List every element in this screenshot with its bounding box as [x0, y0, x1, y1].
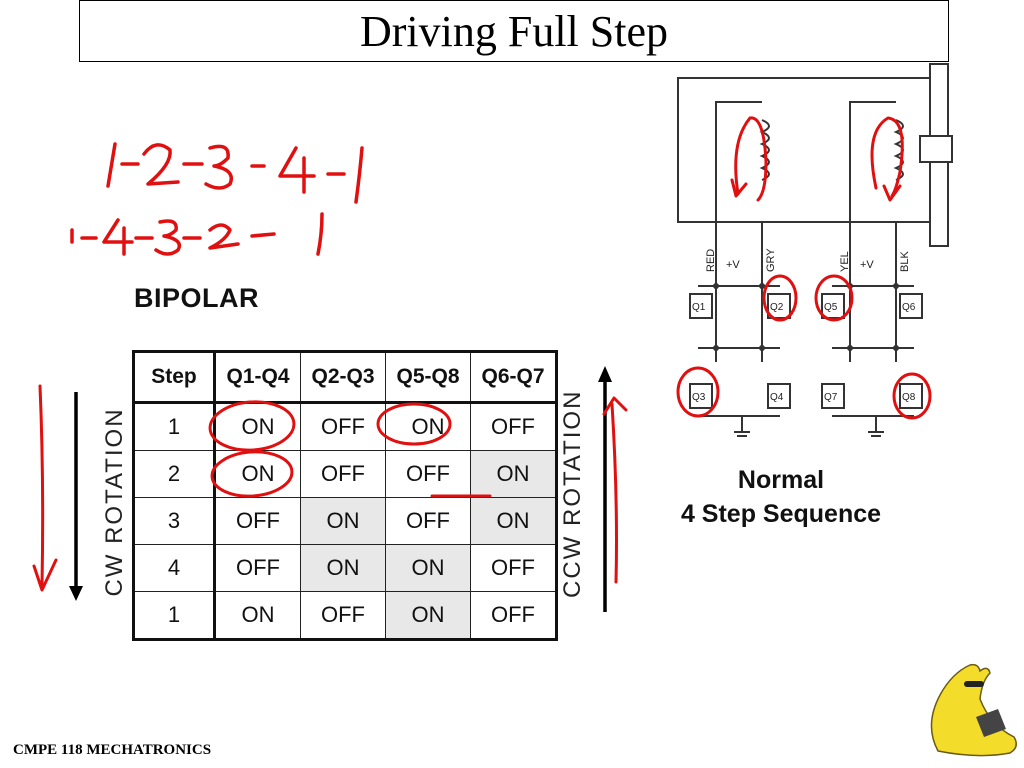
- bipolar-driver-circuit: RED +V GRY YEL +V BLK Q1 Q2 Q5 Q6 Q3 Q4 …: [676, 63, 953, 437]
- cell-q5-q8: ON: [385, 591, 471, 640]
- transistor-q2: Q2: [770, 302, 784, 313]
- table-row: 2 ON OFF OFF ON: [133, 450, 557, 498]
- header-q6-q7: Q6-Q7: [470, 351, 557, 404]
- cell-q6-q7: OFF: [470, 591, 557, 640]
- wire-label-red: RED: [705, 249, 717, 272]
- ink-ccw-1b: [316, 212, 324, 256]
- motor-shaft: [919, 135, 953, 163]
- ink-current-arrow-coil-a: [734, 116, 768, 202]
- cell-q1-q4: ON: [214, 591, 301, 640]
- ink-circle-q8: [892, 372, 932, 420]
- step-sequence-table: Step Q1-Q4 Q2-Q3 Q5-Q8 Q6-Q7 1 ON OFF ON…: [132, 350, 558, 641]
- ink-ccw-arrow: [610, 402, 618, 584]
- cell-q2-q3: OFF: [300, 591, 386, 640]
- transistor-q8: Q8: [902, 392, 916, 403]
- transistor-q6: Q6: [902, 302, 916, 313]
- cell-q2-q3: OFF: [300, 450, 386, 498]
- cell-step: 1: [133, 591, 216, 640]
- ink-circle-q2: [762, 274, 798, 322]
- cell-q2-q3: ON: [300, 497, 386, 545]
- cell-step: 2: [133, 450, 216, 498]
- cell-q1-q4: OFF: [214, 544, 301, 592]
- ccw-arrow-icon: [598, 366, 612, 612]
- table-row: 1 ON OFF ON OFF: [133, 591, 557, 640]
- cw-rotation-label: CW ROTATION: [101, 407, 128, 597]
- ink-cw-3: [204, 144, 233, 190]
- header-q2-q3: Q2-Q3: [300, 351, 386, 404]
- caption-line-2: 4 Step Sequence: [680, 500, 882, 528]
- ink-ccw-3: [154, 219, 182, 256]
- cell-q5-q8: ON: [385, 544, 471, 592]
- ink-circle-q5: [814, 274, 854, 322]
- caption-line-1: Normal: [737, 466, 825, 494]
- wire-label-vplus-left: +V: [726, 259, 740, 271]
- cell-step: 1: [133, 402, 216, 451]
- ink-cw-1b: [354, 146, 364, 204]
- ink-cw-1: [106, 142, 117, 188]
- cell-q6-q7: OFF: [470, 402, 557, 451]
- cell-q6-q7: OFF: [470, 544, 557, 592]
- ink-cw-2: [142, 143, 180, 186]
- ink-cw-4: [278, 146, 316, 194]
- ink-circle-q3: [676, 366, 720, 418]
- ccw-rotation-label: CCW ROTATION: [559, 389, 586, 598]
- slide-title-box: Driving Full Step: [79, 0, 949, 62]
- bipolar-heading: BIPOLAR: [134, 283, 259, 313]
- header-q5-q8: Q5-Q8: [385, 351, 471, 404]
- cell-q1-q4: ON: [214, 450, 301, 498]
- cell-q5-q8: OFF: [385, 450, 471, 498]
- sequence-caption: Normal 4 Step Sequence: [650, 463, 912, 531]
- handwritten-sequences: [70, 142, 364, 256]
- transistor-q4: Q4: [770, 392, 784, 403]
- coil-a-lead: [715, 101, 762, 248]
- cell-step: 4: [133, 544, 216, 592]
- ink-ccw-4: [102, 218, 134, 256]
- cell-q2-q3: ON: [300, 544, 386, 592]
- cell-q1-q4: OFF: [214, 497, 301, 545]
- table-header-row: Step Q1-Q4 Q2-Q3 Q5-Q8 Q6-Q7: [133, 351, 557, 404]
- wire-label-gry: GRY: [765, 248, 777, 272]
- cw-arrow-icon: [69, 392, 83, 601]
- transistor-q3: Q3: [692, 392, 706, 403]
- wire-label-vplus-right: +V: [860, 259, 874, 271]
- ink-ccw-2: [208, 223, 240, 250]
- transistor-q5: Q5: [824, 302, 838, 313]
- slide-title: Driving Full Step: [359, 6, 669, 56]
- cell-q5-q8: ON: [385, 402, 471, 451]
- slug-mascot-icon: [930, 663, 1017, 757]
- ink-cw-arrow: [38, 384, 45, 588]
- transistor-q1: Q1: [692, 302, 706, 313]
- header-q1-q4: Q1-Q4: [214, 351, 301, 404]
- header-step: Step: [133, 351, 216, 404]
- wire-label-blk: BLK: [899, 251, 911, 272]
- cell-step: 3: [133, 497, 216, 545]
- table-row: 3 OFF ON OFF ON: [133, 497, 557, 545]
- cell-q2-q3: OFF: [300, 402, 386, 451]
- junction-dots: [713, 283, 899, 351]
- cell-q6-q7: ON: [470, 450, 557, 498]
- cell-q5-q8: OFF: [385, 497, 471, 545]
- table-row: 1 ON OFF ON OFF: [133, 402, 557, 451]
- transistor-q7: Q7: [824, 392, 838, 403]
- cell-q1-q4: ON: [214, 402, 301, 451]
- ink-current-arrow-coil-b: [870, 116, 904, 198]
- table-row: 4 OFF ON ON OFF: [133, 544, 557, 592]
- course-footer: CMPE 118 MECHATRONICS: [13, 742, 212, 758]
- cell-q6-q7: ON: [470, 497, 557, 545]
- wire-label-yel: YEL: [839, 251, 851, 272]
- coil-b-lead: [849, 101, 896, 248]
